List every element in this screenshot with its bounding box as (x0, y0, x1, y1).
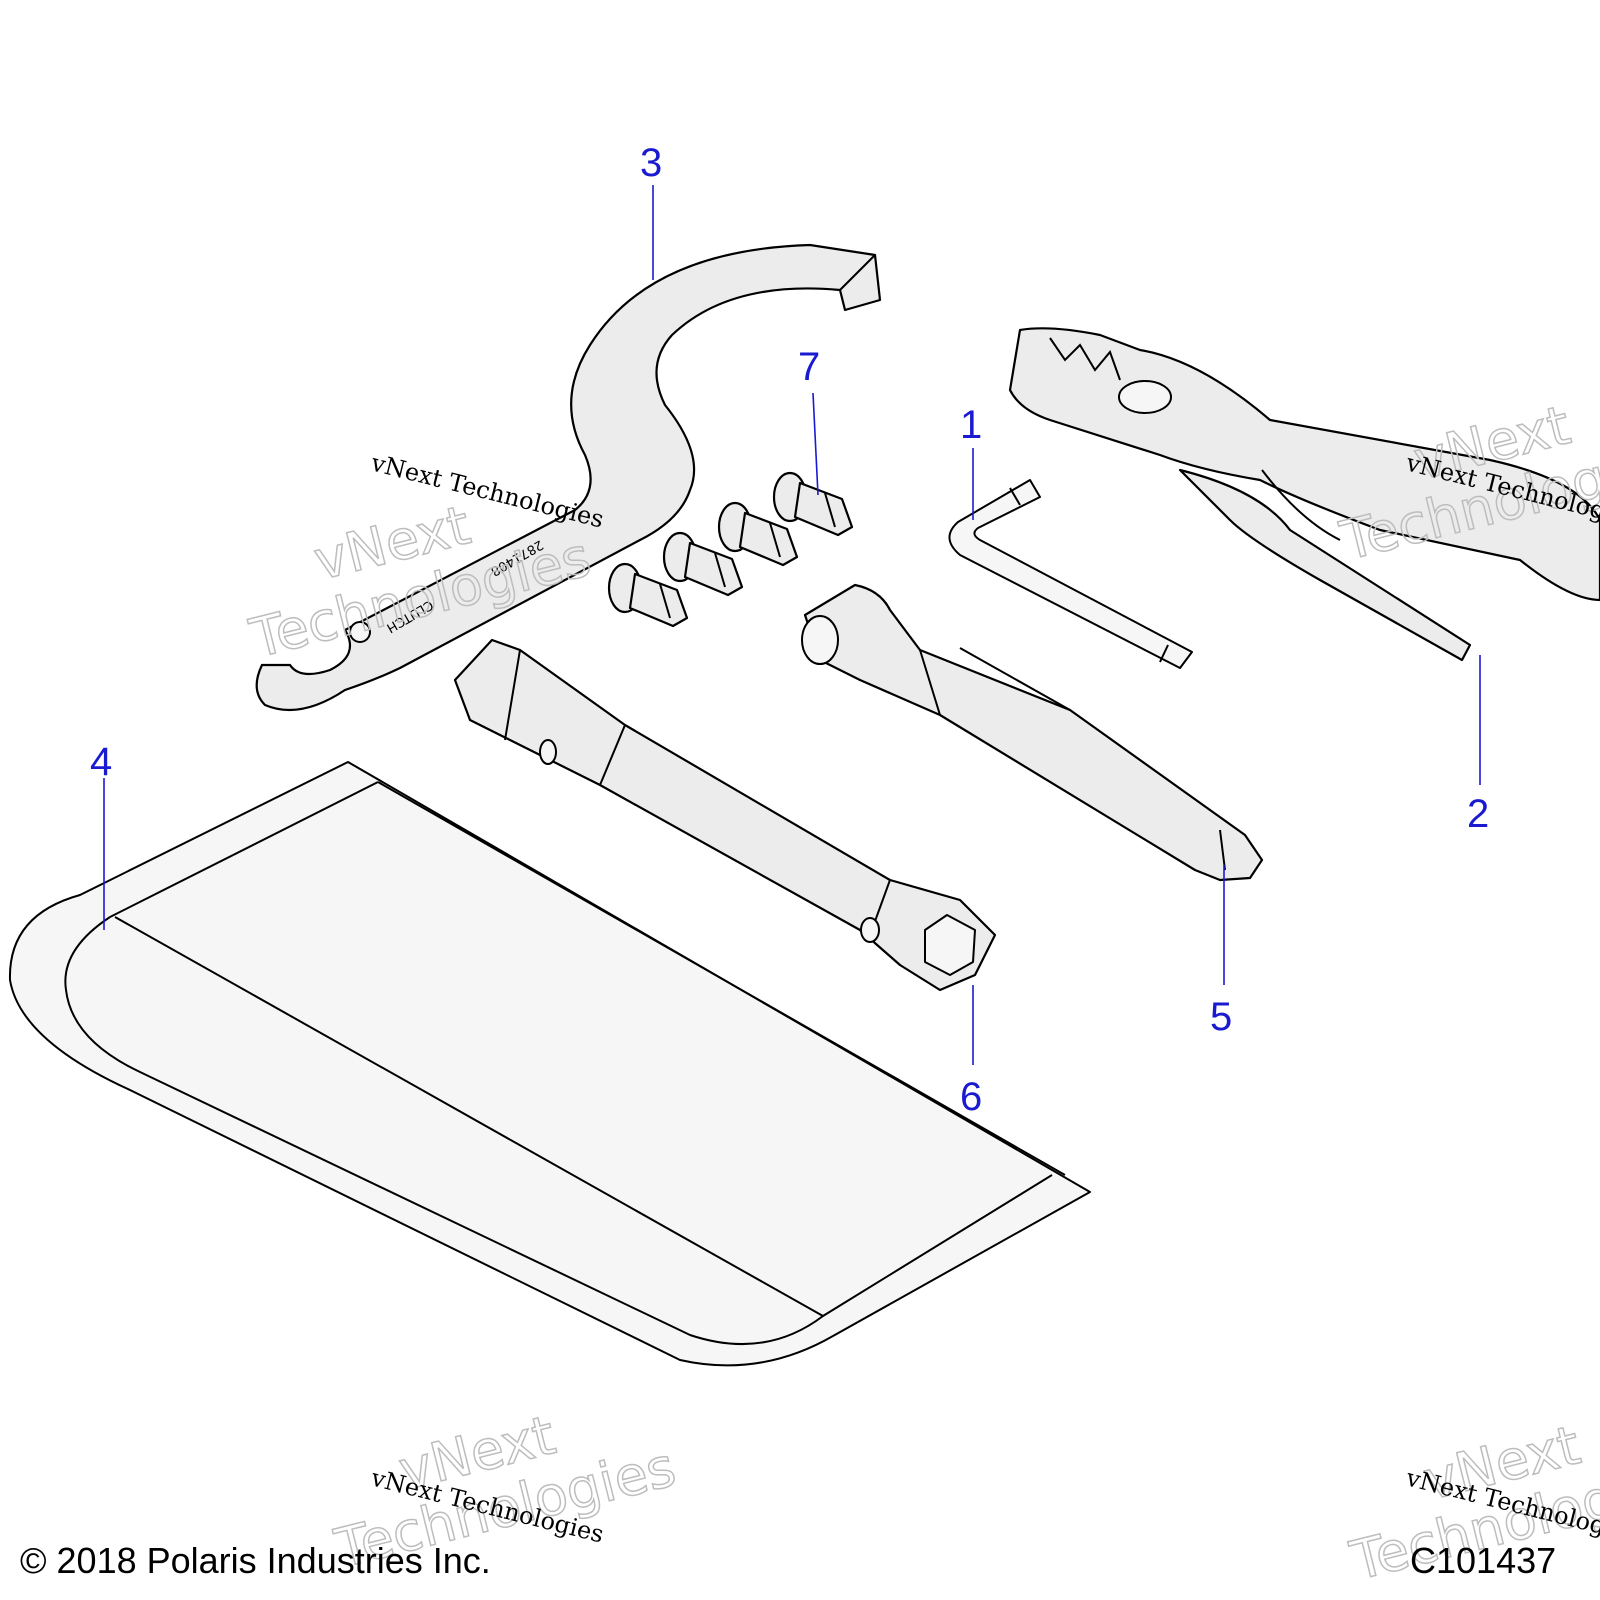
leader-7 (812, 392, 819, 496)
callouts: 1 2 3 4 5 6 7 (90, 141, 1489, 1119)
figure-code: C101437 (1410, 1540, 1557, 1581)
callout-1: 1 (960, 403, 982, 447)
tool-pouch (8, 761, 1091, 1367)
leader-lines (103, 185, 1481, 1065)
socket-extension-tool (801, 583, 1264, 882)
callout-4: 4 (90, 740, 112, 784)
callout-7: 7 (798, 345, 820, 389)
callout-6: 6 (960, 1075, 982, 1119)
callout-2: 2 (1467, 792, 1489, 836)
callout-5: 5 (1210, 995, 1232, 1039)
tube-socket-wrench (453, 638, 997, 992)
callout-3: 3 (640, 141, 662, 185)
hex-key (948, 479, 1193, 669)
copyright-notice: © 2018 Polaris Industries Inc. (20, 1540, 491, 1581)
pliers (1008, 327, 1600, 662)
push-rivets (607, 471, 854, 628)
